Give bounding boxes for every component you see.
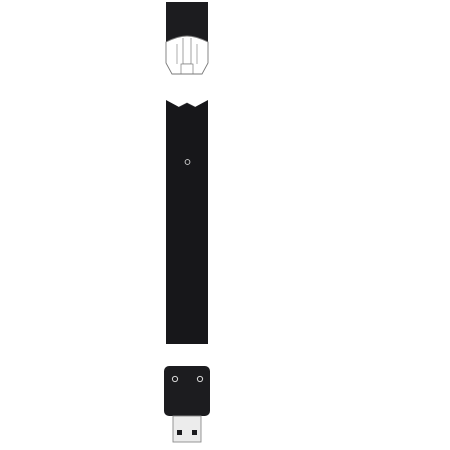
pod-inner-side (176, 44, 198, 64)
usb-hole-right (192, 430, 197, 435)
device-notch-edge (178, 102, 196, 108)
device-body (166, 100, 208, 344)
pod-cartridge (165, 2, 209, 75)
usb-charger (164, 366, 210, 443)
usb-plug (172, 415, 202, 443)
charger-housing (164, 366, 210, 416)
charger-pin-left (171, 375, 179, 383)
indicator-light (184, 159, 191, 165)
charger-pin-right (196, 375, 204, 383)
pod-tank-outline (165, 35, 209, 75)
usb-hole-left (177, 430, 182, 435)
pod-mouthpiece (166, 2, 208, 42)
device-body-shape (166, 100, 208, 344)
pod-contact-block (180, 63, 194, 75)
